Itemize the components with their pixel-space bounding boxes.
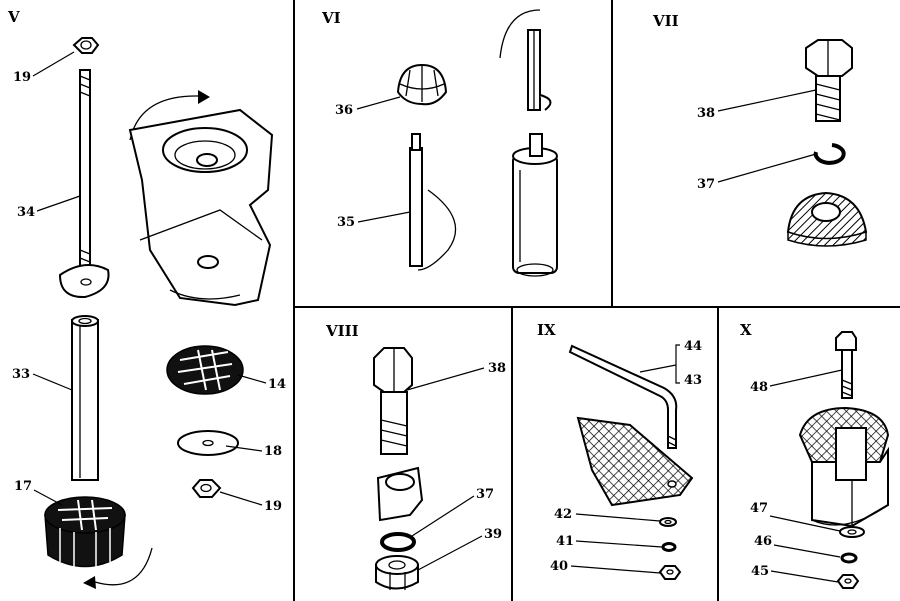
- leader-37-bottom: [411, 495, 475, 537]
- knob-17: [44, 496, 126, 570]
- label-19-top: 19: [13, 70, 31, 85]
- label-35: 35: [337, 215, 355, 230]
- label-46: 46: [754, 534, 772, 549]
- leader-14: [237, 374, 267, 384]
- leader-36: [356, 96, 401, 110]
- lock-washer-46: [840, 552, 858, 564]
- label-17: 17: [14, 479, 32, 494]
- crosshatched-plate: [576, 416, 694, 507]
- rotation-arrow-bottom-icon: [94, 547, 153, 586]
- section-viii: VIII 38 37 39: [325, 322, 506, 590]
- label-48: 48: [750, 380, 768, 395]
- label-44: 44: [684, 339, 702, 354]
- label-37-top: 37: [697, 177, 715, 192]
- leader-40: [570, 565, 661, 574]
- section-vii: VII 38 37: [652, 12, 868, 247]
- leader-18: [225, 445, 263, 452]
- split-pin: [499, 9, 552, 111]
- section-v: V 19 34: [7, 8, 286, 589]
- section-ix-title: IX: [537, 321, 556, 339]
- leader-19-bottom: [219, 491, 263, 506]
- label-34: 34: [17, 205, 35, 220]
- lock-washer-41: [661, 542, 677, 552]
- label-47: 47: [750, 501, 768, 516]
- leader-38-bottom: [406, 367, 485, 391]
- nut-39: [375, 555, 419, 590]
- leader-42: [575, 513, 661, 522]
- label-33: 33: [12, 367, 30, 382]
- label-45: 45: [751, 564, 769, 579]
- tube-33: [71, 315, 99, 481]
- leader-33: [32, 373, 73, 391]
- label-38-top: 38: [697, 106, 715, 121]
- washer-42: [659, 517, 677, 527]
- label-43: 43: [684, 373, 702, 388]
- rubber-pad-14: [166, 345, 244, 395]
- leader-19-top: [32, 51, 75, 77]
- washer-18: [177, 430, 239, 456]
- panel-borders: [293, 0, 900, 601]
- pin-35: [409, 133, 457, 271]
- leader-38-top: [717, 89, 817, 112]
- label-36: 36: [335, 103, 353, 118]
- section-viii-title: VIII: [325, 322, 359, 340]
- arrow-head-bottom-icon: [83, 576, 96, 589]
- label-14: 14: [268, 377, 286, 392]
- bolt-48: [835, 331, 857, 399]
- mount-block: [798, 406, 890, 528]
- leader-44-43: [639, 364, 677, 373]
- mounting-bracket: [128, 108, 274, 307]
- label-39: 39: [484, 527, 502, 542]
- label-42: 42: [554, 507, 572, 522]
- label-18: 18: [264, 444, 282, 459]
- rod-34: [58, 69, 110, 299]
- lock-washer-37-top: [813, 143, 846, 165]
- label-37-bottom: 37: [476, 487, 494, 502]
- section-vi: VI 36 35: [321, 9, 558, 277]
- label-38-bottom: 38: [488, 361, 506, 376]
- section-vii-title: VII: [652, 12, 679, 30]
- washer-47: [839, 526, 865, 538]
- hex-key: [568, 344, 678, 449]
- section-ix: IX 44 43 42 41 40: [537, 321, 702, 580]
- label-19-bottom: 19: [264, 499, 282, 514]
- lock-washer-37-bottom: [380, 532, 416, 552]
- section-vi-title: VI: [321, 9, 341, 27]
- leader-39: [417, 535, 483, 571]
- leader-45: [770, 570, 839, 583]
- nut-45: [836, 574, 860, 589]
- arrow-head-icon: [198, 90, 210, 104]
- bracket-plate: [376, 466, 424, 522]
- cylinder-sleeve: [512, 133, 558, 277]
- leader-34: [36, 195, 81, 212]
- hatched-spacer: [786, 191, 868, 247]
- nut-19-bottom: [191, 479, 222, 498]
- section-x: X 48 47 46: [740, 321, 890, 589]
- label-40: 40: [550, 559, 568, 574]
- label-bracket: [675, 344, 680, 384]
- section-v-title: V: [7, 8, 20, 26]
- leader-35: [357, 211, 411, 223]
- dome-cap-36: [396, 63, 448, 106]
- leader-46: [773, 544, 841, 558]
- bolt-38-top: [805, 39, 853, 122]
- leader-48: [769, 369, 843, 387]
- leader-17: [33, 489, 63, 506]
- nut-19-top: [72, 37, 100, 54]
- leader-41: [575, 540, 663, 548]
- leader-47: [769, 515, 841, 532]
- section-x-title: X: [740, 321, 752, 339]
- bolt-38-bottom: [373, 347, 413, 455]
- leader-37-top: [717, 153, 817, 183]
- nut-40: [658, 565, 682, 580]
- label-41: 41: [556, 534, 574, 549]
